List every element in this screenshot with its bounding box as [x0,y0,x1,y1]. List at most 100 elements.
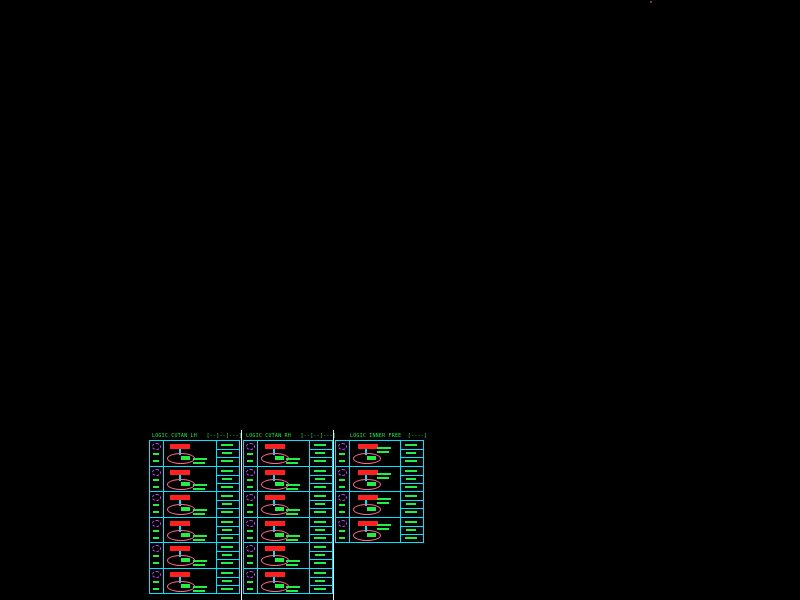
note-block [181,532,190,537]
fixture-ellipse [353,478,381,490]
annotation-text [286,462,298,464]
fixture-ellipse [353,529,381,541]
note-block [275,507,284,511]
note-block [275,583,284,588]
drawing-row[interactable] [335,491,424,518]
annotation-text [377,498,391,500]
axis-line [179,449,181,455]
axis-line [365,525,367,532]
process-symbol-icon [246,468,255,476]
axis-line [273,525,275,532]
process-symbol-icon [246,519,255,527]
label-mark [339,453,345,455]
annotation-text [193,534,207,537]
note-block [367,456,376,460]
process-symbol-icon [152,519,161,527]
sheet-title: LOGIC CUTAN RH [--]--[---] [246,433,336,439]
annotation-text [193,589,205,592]
annotation-text [377,502,389,504]
part-outline [358,520,378,526]
drawing-row[interactable] [243,516,333,543]
axis-line [179,551,181,557]
annotation-text [193,585,207,588]
process-symbol-icon [246,570,255,578]
drawing-row[interactable] [149,465,240,492]
label-mark [153,478,159,481]
axis-line [179,576,181,583]
part-outline [170,571,190,577]
annotation-text [377,451,389,453]
part-outline [170,495,190,500]
annotation-text [286,538,298,541]
spec-column [309,441,332,466]
drawing-row[interactable] [243,491,333,518]
spec-column [400,441,423,466]
divider-line [241,430,242,600]
label-mark [247,511,253,513]
spec-column [309,466,332,491]
axis-line [179,525,181,532]
process-symbol-icon [152,570,161,578]
label-mark [247,460,253,462]
label-mark [153,529,159,532]
annotation-text [193,538,205,541]
symbol-column [150,466,164,491]
crosshair-cursor [650,1,652,3]
annotation-text [286,513,298,515]
symbol-column [244,517,258,542]
drawing-row[interactable] [149,491,240,518]
symbol-column [244,441,258,466]
part-outline [170,520,190,526]
annotation-text [286,589,298,592]
annotation-text [377,472,391,475]
spec-column [309,568,332,593]
process-symbol-icon [152,545,161,552]
axis-line [179,500,181,506]
spec-column [400,492,423,517]
drawing-row[interactable] [243,567,333,594]
axis-line [273,449,275,455]
drawing-row[interactable] [335,465,424,492]
spec-column [216,466,239,491]
drawing-row[interactable] [149,516,240,543]
note-block [181,583,190,588]
axis-line [179,474,181,481]
drawing-row[interactable] [243,465,333,492]
spec-column [216,517,239,542]
drawing-row[interactable] [149,440,240,467]
process-symbol-icon [338,519,347,527]
label-mark [339,478,345,481]
annotation-text [193,462,205,464]
axis-line [273,474,275,481]
annotation-text [193,564,205,566]
drawing-row[interactable] [149,542,240,569]
spec-column [216,492,239,517]
part-outline [265,546,285,551]
axis-line [365,449,367,455]
annotation-text [193,513,205,515]
label-mark [247,587,253,590]
note-block [181,507,190,511]
drawing-row[interactable] [335,516,424,543]
drawing-row[interactable] [243,440,333,467]
label-mark [339,536,345,539]
note-block [181,456,190,460]
symbol-column [150,492,164,517]
drawing-row[interactable] [335,440,424,467]
part-outline [170,546,190,551]
label-mark [153,511,159,513]
drawing-row[interactable] [149,567,240,594]
spec-column [216,543,239,568]
annotation-text [286,534,300,537]
axis-line [273,551,275,557]
label-mark [339,511,345,513]
symbol-column [150,543,164,568]
drawing-row[interactable] [243,542,333,569]
axis-line [273,576,275,583]
label-mark [247,555,253,557]
annotation-text [193,509,207,511]
annotation-text [377,476,389,479]
symbol-column [244,466,258,491]
label-mark [153,485,159,488]
